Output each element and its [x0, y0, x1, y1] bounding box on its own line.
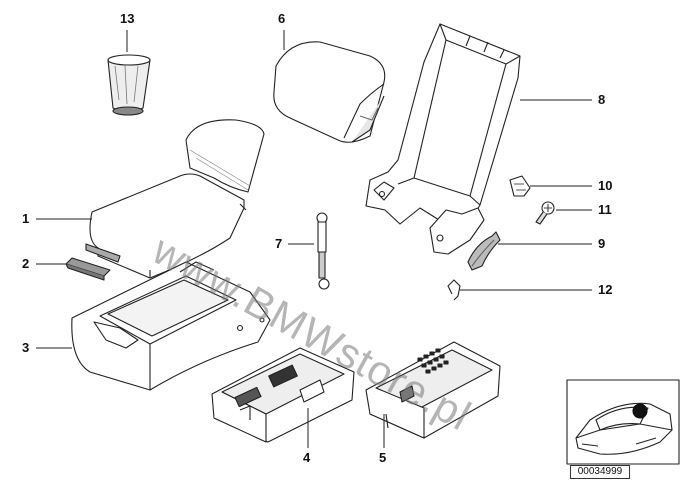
- part-6-cushion: [273, 41, 386, 143]
- part-3-console: [71, 261, 271, 391]
- part-13-cup: [107, 54, 151, 116]
- part-9-trim: [467, 231, 501, 271]
- part-11-screw: [535, 201, 555, 225]
- part-8-frame: [365, 23, 521, 255]
- callout-1: 1: [22, 211, 30, 226]
- callout-8: 8: [598, 92, 606, 107]
- callout-2: 2: [22, 256, 30, 271]
- part-12-clip: [447, 279, 461, 301]
- callout-11: 11: [598, 202, 612, 217]
- part-5-tray: [365, 341, 501, 439]
- diagram-id: 00034999: [570, 465, 630, 479]
- part-7-strut: [316, 212, 330, 290]
- part-10-clip: [509, 175, 531, 197]
- part-4-tray: [211, 347, 355, 443]
- part-2-pad: [65, 243, 121, 281]
- callout-7: 7: [275, 236, 283, 251]
- callout-5: 5: [379, 450, 387, 465]
- callout-4: 4: [303, 450, 311, 465]
- leader-lines: [36, 30, 592, 448]
- inset-vehicle: [566, 379, 680, 465]
- callout-13: 13: [120, 11, 135, 26]
- callout-3: 3: [22, 340, 30, 355]
- callout-10: 10: [598, 178, 613, 193]
- callout-12: 12: [598, 282, 613, 297]
- part-1-lid: [89, 119, 265, 279]
- callout-6: 6: [278, 11, 286, 26]
- callout-9: 9: [598, 236, 606, 251]
